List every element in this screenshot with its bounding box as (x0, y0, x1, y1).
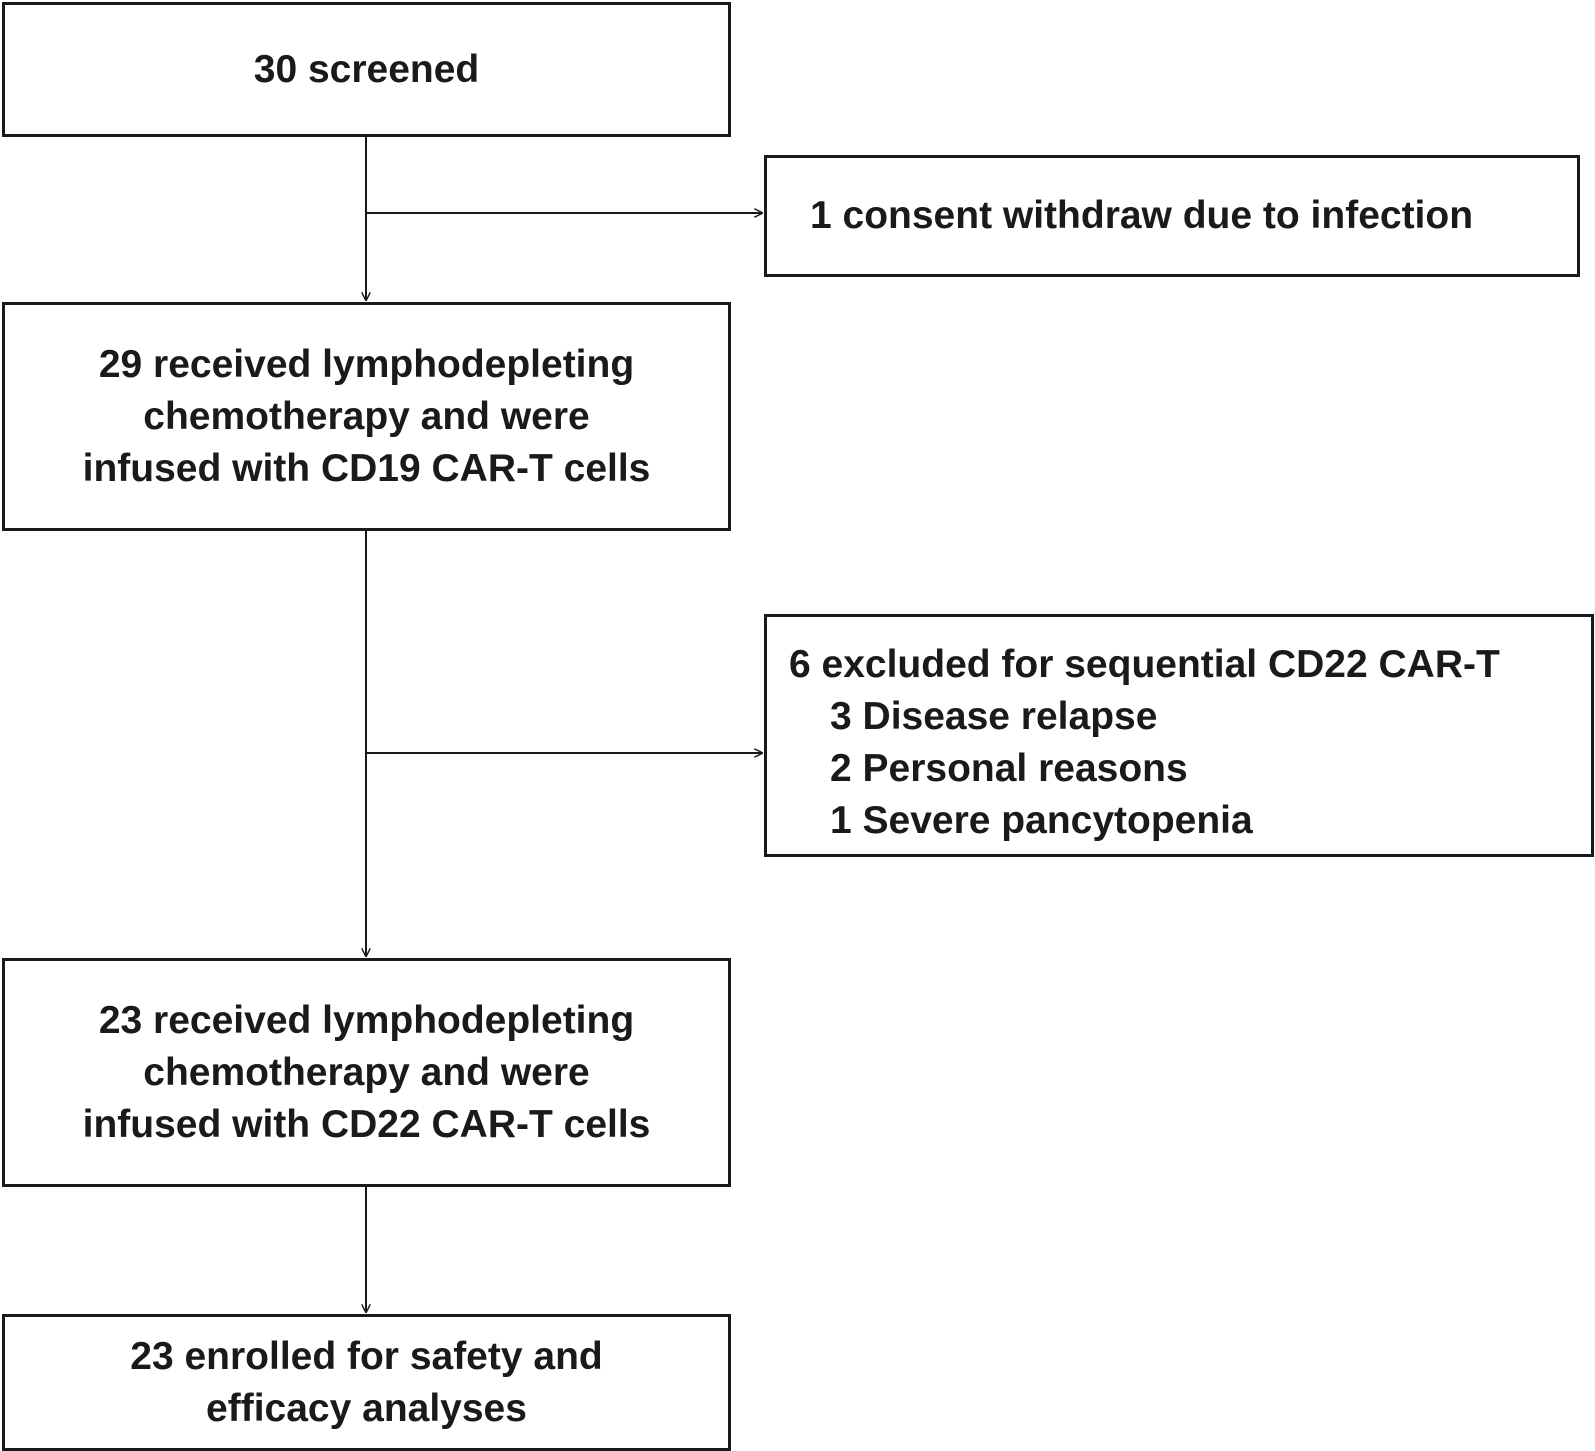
cd22-line-3: infused with CD22 CAR-T cells (82, 1102, 651, 1146)
cd19-line-2: chemotherapy and were (143, 394, 590, 438)
cd22-infusion-box: 23 received lymphodepleting chemotherapy… (2, 958, 731, 1187)
excluded-reason: 3 Disease relapse (830, 695, 1158, 738)
screened-box: 30 screened (2, 2, 731, 137)
enrolled-line-1: 23 enrolled for safety and (130, 1334, 603, 1378)
enrolled-box: 23 enrolled for safety and efficacy anal… (2, 1314, 731, 1451)
cd19-line-1: 29 received lymphodepleting (98, 342, 635, 386)
excluded-box: 6 excluded for sequential CD22 CAR-T 3 D… (764, 614, 1594, 857)
withdraw-box: 1 consent withdraw due to infection (764, 155, 1580, 277)
screened-label: 30 screened (253, 47, 480, 91)
cd22-line-2: chemotherapy and were (143, 1050, 590, 1094)
cd22-line-1: 23 received lymphodepleting (98, 998, 635, 1042)
excluded-reason: 1 Severe pancytopenia (830, 799, 1253, 842)
enrolled-line-2: efficacy analyses (206, 1386, 527, 1430)
cd19-infusion-box: 29 received lymphodepleting chemotherapy… (2, 302, 731, 531)
excluded-title: 6 excluded for sequential CD22 CAR-T (789, 643, 1500, 686)
excluded-reason: 2 Personal reasons (830, 747, 1188, 790)
withdraw-label: 1 consent withdraw due to infection (810, 194, 1474, 237)
cd19-line-3: infused with CD19 CAR-T cells (82, 446, 651, 490)
